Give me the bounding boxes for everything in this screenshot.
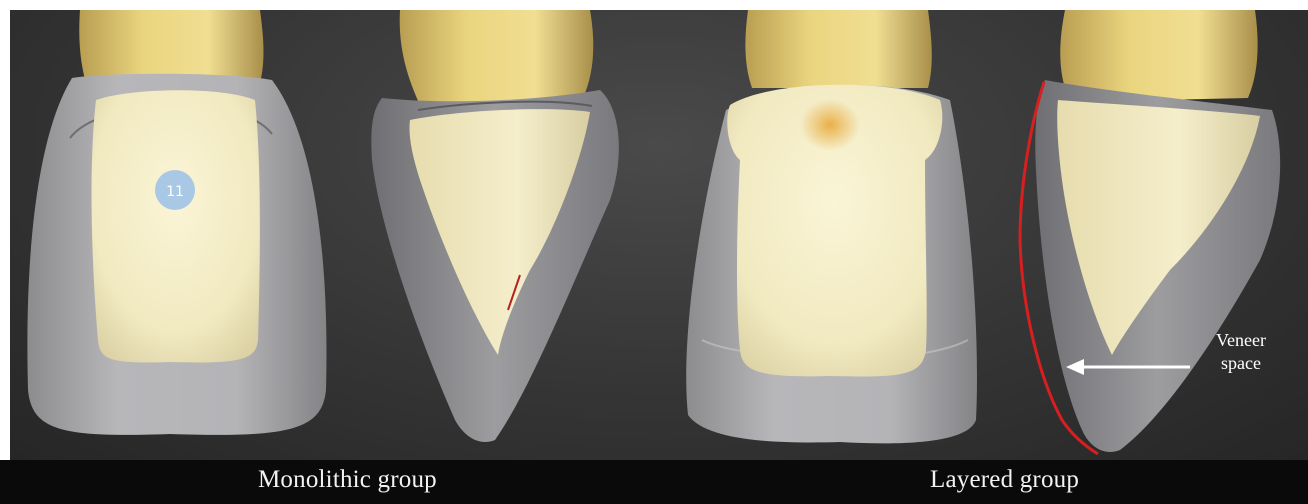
tooth-number-label: 11 xyxy=(166,184,184,200)
veneer-space-label: Veneer space xyxy=(1216,329,1266,375)
caption-layered: Layered group xyxy=(930,466,1079,494)
tooth-renders: 11 xyxy=(10,10,1308,460)
caption-monolithic: Monolithic group xyxy=(258,466,437,494)
render-panel: 11 xyxy=(10,10,1308,460)
caption-bar: Monolithic group Layered group xyxy=(0,460,1308,504)
highlight-spot xyxy=(800,99,860,151)
core xyxy=(92,90,260,362)
monolithic-side-view xyxy=(371,10,619,442)
layered-frontal-view xyxy=(686,10,977,443)
monolithic-frontal-view: 11 xyxy=(27,10,326,435)
abutment xyxy=(400,10,594,105)
veneer-space-label-line1: Veneer xyxy=(1216,329,1266,352)
layered-side-view xyxy=(1020,10,1280,454)
abutment xyxy=(745,10,931,88)
veneer-space-label-line2: space xyxy=(1216,352,1266,375)
